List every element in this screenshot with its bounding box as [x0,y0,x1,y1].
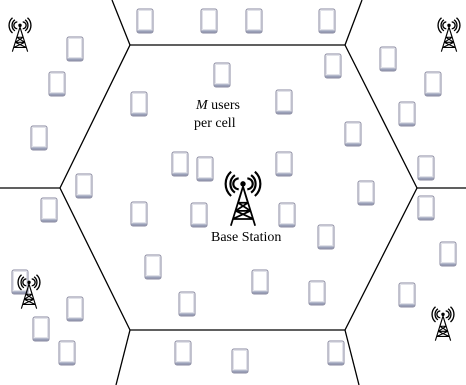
phone-icon [245,8,263,34]
users-suffix: users [207,98,240,113]
phone-icon [196,156,214,182]
phone-icon [32,316,50,342]
phone-icon [213,62,231,88]
phone-icon [48,71,66,97]
phone-icon [398,282,416,308]
phone-icon [275,151,293,177]
phone-icon [278,202,296,228]
phone-icon [308,280,326,306]
phone-icon [144,254,162,280]
phone-icon [231,348,249,374]
base-station-label: Base Station [211,230,282,245]
phone-icon [75,173,93,199]
cell-tower-icon [431,306,455,342]
boundary-edge [344,0,363,46]
phone-icon [178,291,196,317]
phone-icon [40,197,58,223]
phone-icon [66,36,84,62]
boundary-edge [115,329,131,385]
phone-icon [190,202,208,228]
phone-icon [398,101,416,127]
users-variable: M [196,98,208,113]
phone-icon [30,125,48,151]
phone-icon [58,340,76,366]
phone-icon [318,8,336,34]
phone-icon [275,89,293,115]
phone-icon [130,201,148,227]
phone-icon [171,151,189,177]
phone-icon [324,53,342,79]
phone-icon [317,224,335,250]
cell-tower-icon [224,170,262,227]
cell-tower-icon [437,17,461,53]
phone-icon [66,296,84,322]
phone-icon [417,195,435,221]
boundary-edge [111,0,131,46]
phone-icon [357,180,375,206]
per-cell-label: per cell [194,116,236,131]
phone-icon [200,8,218,34]
phone-icon [136,8,154,34]
phone-icon [327,340,345,366]
users-per-cell-label: M users [196,98,240,114]
cell-tower-icon [8,17,32,53]
phone-icon [424,71,442,97]
boundary-edge [344,329,360,385]
phone-icon [130,91,148,117]
phone-icon [174,340,192,366]
phone-icon [11,269,29,295]
phone-icon [251,269,269,295]
phone-icon [344,121,362,147]
phone-icon [379,46,397,72]
phone-icon [417,155,435,181]
phone-icon [439,241,457,267]
